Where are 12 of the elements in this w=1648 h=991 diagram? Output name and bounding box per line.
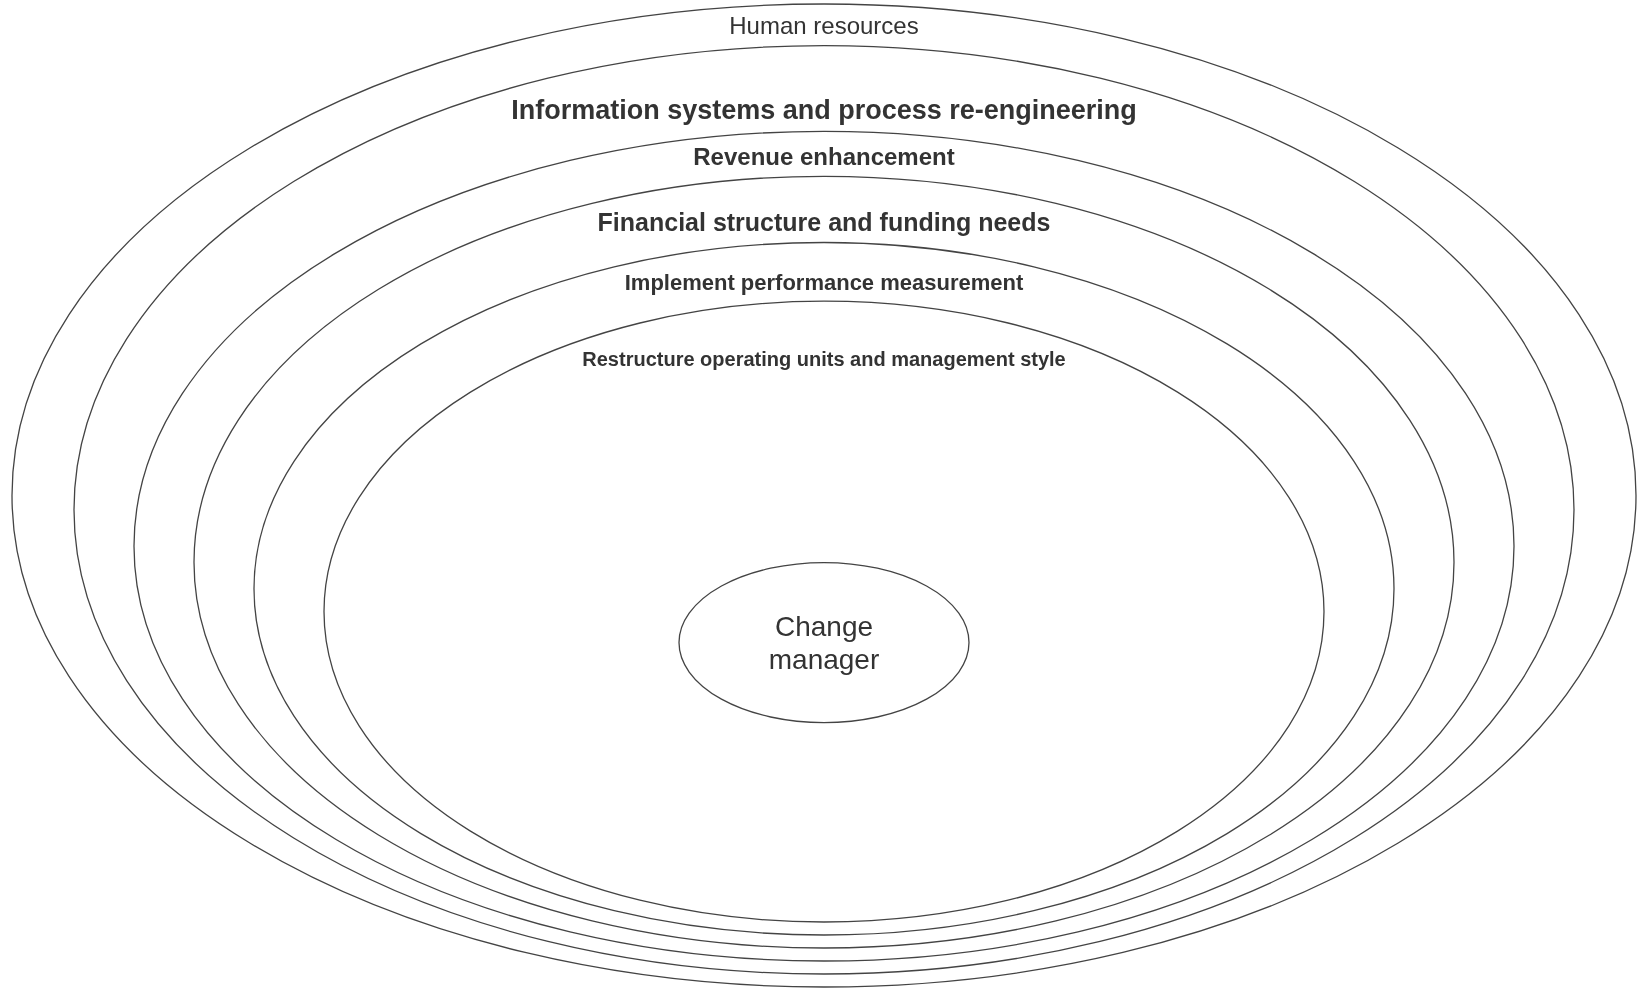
ring-ellipse <box>133 130 1515 962</box>
center-label: Change manager <box>768 610 880 676</box>
ring-label: Implement performance measurement <box>624 270 1024 296</box>
ring-ellipse <box>678 561 970 724</box>
ring-ellipse <box>323 300 1325 923</box>
ring-ellipse <box>193 175 1455 949</box>
ring-label: Information systems and process re-engineering <box>511 95 1137 126</box>
ring-label: Human resources <box>729 12 919 40</box>
ring-label: Financial structure and funding needs <box>597 207 1051 236</box>
ring-label: Restructure operating units and management style <box>582 347 1066 370</box>
ring-label: Revenue enhancement <box>693 142 955 170</box>
ring-ellipse <box>253 241 1395 936</box>
